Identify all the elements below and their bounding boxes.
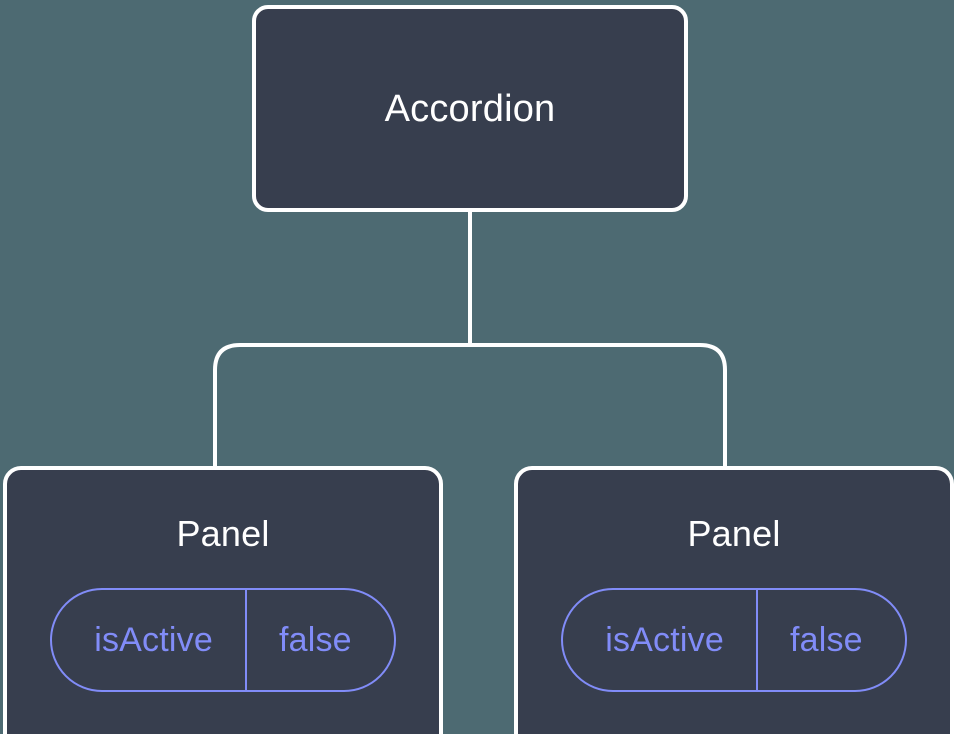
prop-value: false — [755, 590, 905, 690]
node-title: Panel — [176, 513, 270, 554]
prop-badge-isactive[interactable]: isActive false — [50, 588, 396, 692]
tree-node-panel-left[interactable]: Panel isActive false — [3, 466, 443, 734]
tree-node-accordion[interactable]: Accordion — [252, 5, 688, 212]
node-title: Panel — [687, 513, 781, 554]
prop-value: false — [244, 590, 394, 690]
node-title: Accordion — [384, 87, 556, 130]
prop-key: isActive — [94, 621, 213, 659]
prop-key: isActive — [605, 621, 724, 659]
prop-badge-isactive[interactable]: isActive false — [561, 588, 907, 692]
connector-bus-left — [213, 343, 470, 468]
connector-bus-right — [470, 343, 727, 468]
tree-node-panel-right[interactable]: Panel isActive false — [514, 466, 954, 734]
